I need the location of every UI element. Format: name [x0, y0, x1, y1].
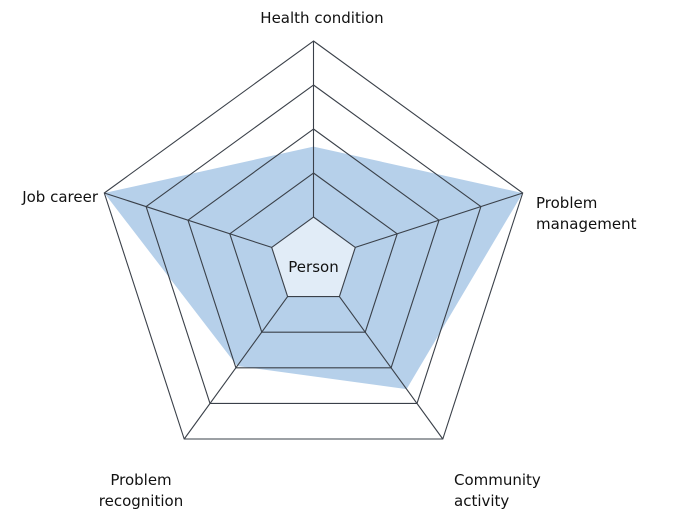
center-label: Person — [288, 258, 338, 276]
series-area-layer — [104, 146, 523, 390]
grid-ring-3 — [187, 128, 440, 369]
spoke-1 — [355, 192, 523, 248]
spoke-2 — [338, 296, 444, 440]
axis-label-1-line-0: Problem — [536, 194, 597, 212]
grid-layer — [103, 40, 524, 440]
axis-label-2: Community activity — [454, 471, 541, 510]
grid-ring-2 — [229, 172, 398, 333]
axis-label-1-line-1: management — [536, 215, 637, 233]
axis-label-2-line-0: Community — [454, 471, 541, 489]
grid-ring-1 — [271, 216, 356, 298]
axis-label-4: Job career — [21, 188, 99, 206]
spokes-layer — [104, 41, 523, 440]
axis-label-2-line-1: activity — [454, 492, 509, 510]
center-area — [271, 217, 356, 297]
grid-ring-5 — [103, 40, 524, 440]
axis-label-4-line-0: Job career — [21, 188, 99, 206]
axis-label-3-line-1: recognition — [99, 492, 183, 510]
grid-ring-4 — [145, 84, 482, 404]
spoke-3 — [183, 296, 289, 440]
axis-label-1: Problem management — [536, 194, 637, 233]
axis-label-0: Health condition — [260, 9, 383, 27]
axis-label-3-line-0: Problem — [110, 471, 171, 489]
axis-label-3: Problem recognition — [99, 471, 183, 510]
axis-label-0-line-0: Health condition — [260, 9, 383, 27]
spoke-4 — [104, 192, 272, 248]
